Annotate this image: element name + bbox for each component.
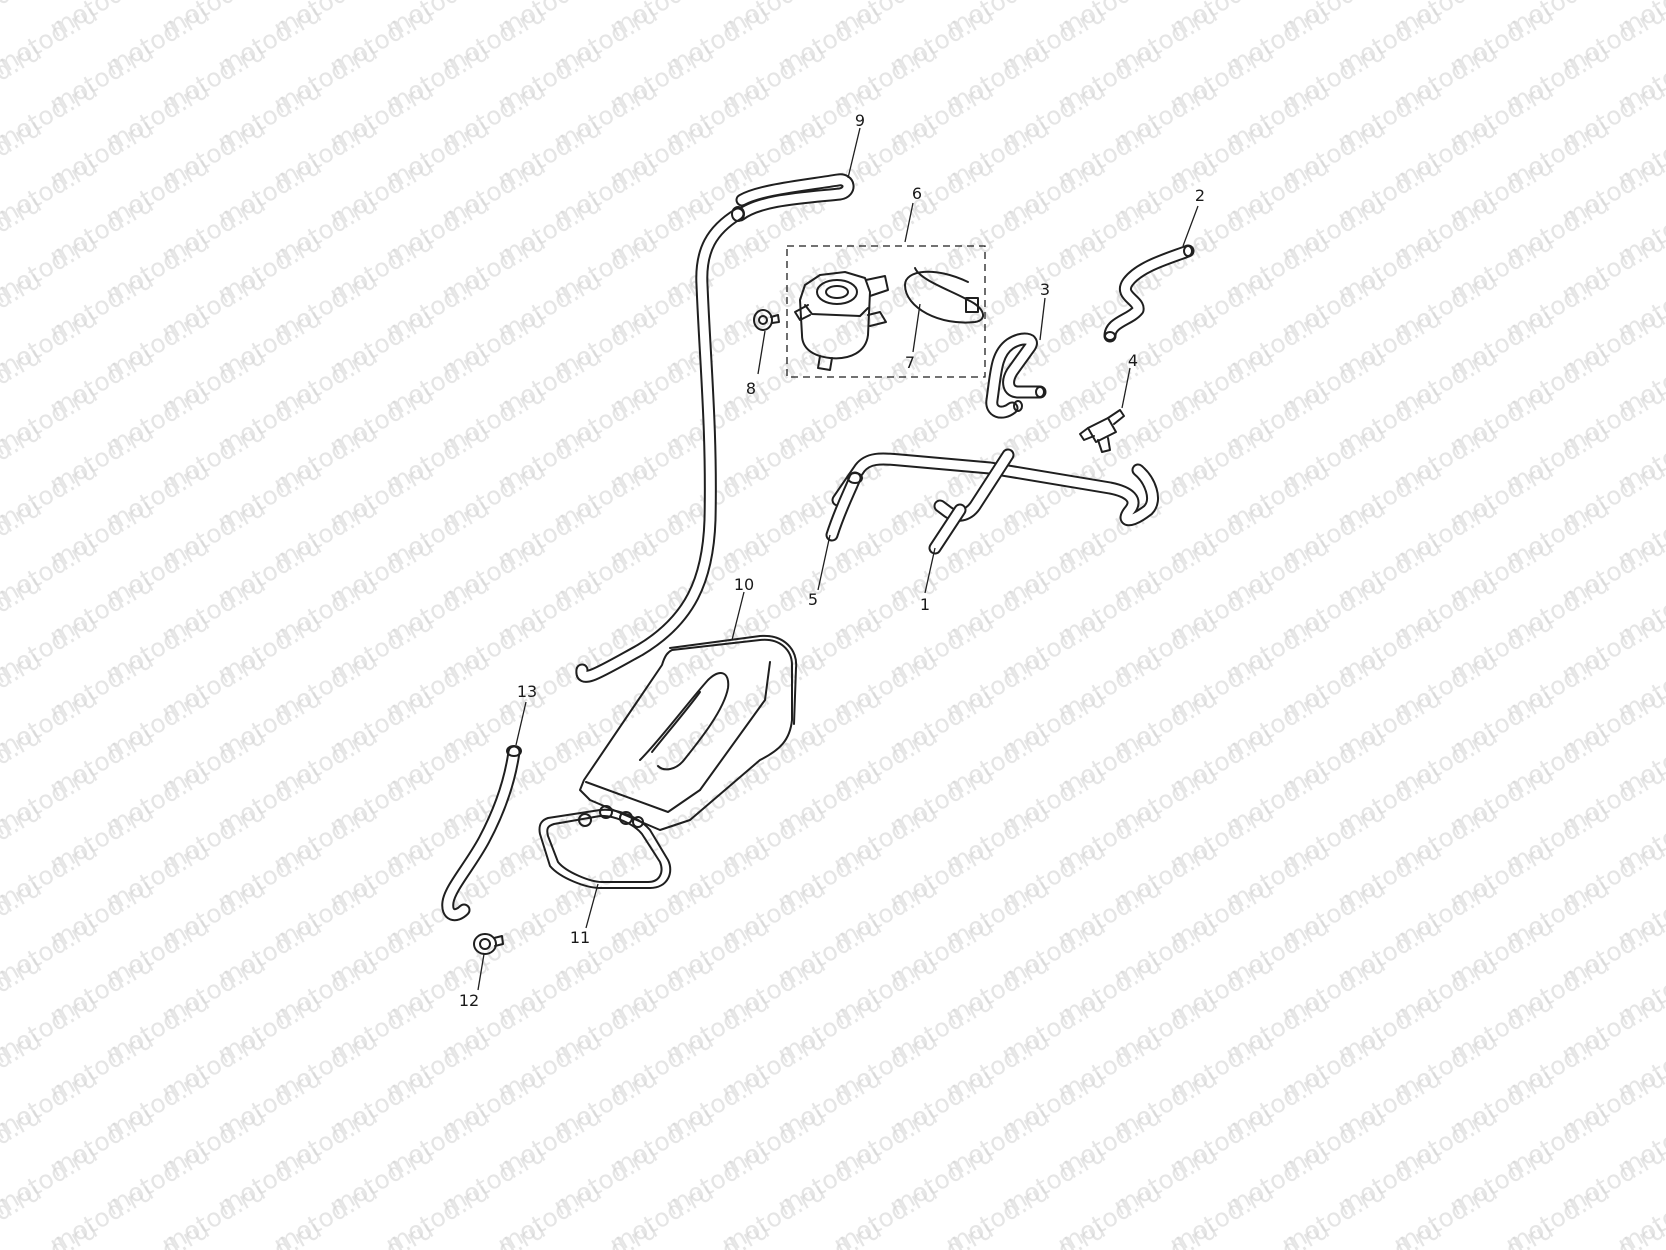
callout-6: 6 [912,184,922,203]
callout-5: 5 [808,590,818,609]
part-5-short-hose[interactable] [825,471,863,542]
callout-3: 3 [1040,280,1050,299]
callout-leaders [477,127,1199,991]
part-8-grommet[interactable] [753,309,780,331]
callout-4: 4 [1128,351,1138,370]
callout-13: 13 [517,682,537,701]
callout-12: 12 [459,991,479,1010]
part-4-t-connector[interactable] [1079,409,1125,453]
callout-1: 1 [920,595,930,614]
callout-9: 9 [855,111,865,130]
part-11-gasket[interactable] [538,808,672,889]
part-12-grommet[interactable] [473,933,504,955]
part-13-curved-hose[interactable] [441,745,522,922]
callout-7: 7 [905,353,915,372]
callout-2: 2 [1195,186,1205,205]
callout-8: 8 [746,379,756,398]
part-1-main-pipe[interactable] [831,448,1159,555]
part-7-clamp[interactable] [904,267,984,324]
part-2-s-hose[interactable] [1103,244,1195,343]
callout-11: 11 [570,928,590,947]
callout-labels: 9 6 2 3 4 8 7 5 1 10 11 12 13 [459,111,1205,1010]
part-3-hairpin-hose[interactable] [985,332,1047,419]
part-9-long-hose[interactable] [575,173,855,683]
callout-10: 10 [734,575,754,594]
part-10-canister[interactable] [578,634,798,831]
group-6-frame [786,245,986,378]
part-6-purge-valve[interactable] [794,271,889,371]
